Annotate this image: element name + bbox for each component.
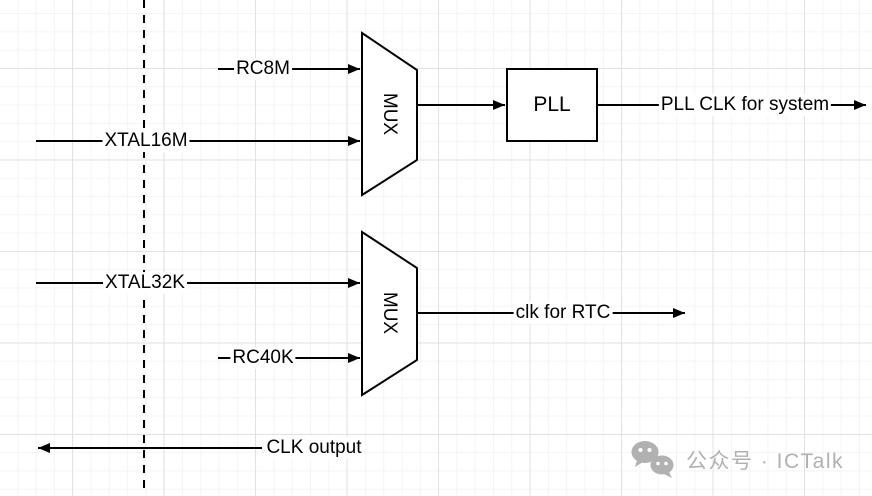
pll-block (506, 68, 598, 142)
label-rc40k: RC40K (230, 347, 296, 369)
watermark: 公众号 · ICTalk (631, 441, 844, 479)
label-clk-output: CLK output (264, 437, 364, 459)
watermark-text: 公众号 · ICTalk (686, 450, 845, 473)
label-mux-bottom: MUX (378, 291, 400, 335)
label-pll: PLL (533, 92, 571, 116)
wechat-icon (631, 441, 674, 478)
label-xtal32k: XTAL32K (103, 272, 187, 294)
label-clk-for-rtc: clk for RTC (513, 302, 613, 324)
label-pll-clk-for-system: PLL CLK for system (658, 94, 832, 116)
label-rc8m: RC8M (234, 58, 292, 80)
mux-bottom-shape (361, 230, 418, 397)
label-xtal16m: XTAL16M (102, 130, 190, 152)
mux-top-shape (361, 31, 418, 197)
label-mux-top: MUX (378, 92, 400, 136)
